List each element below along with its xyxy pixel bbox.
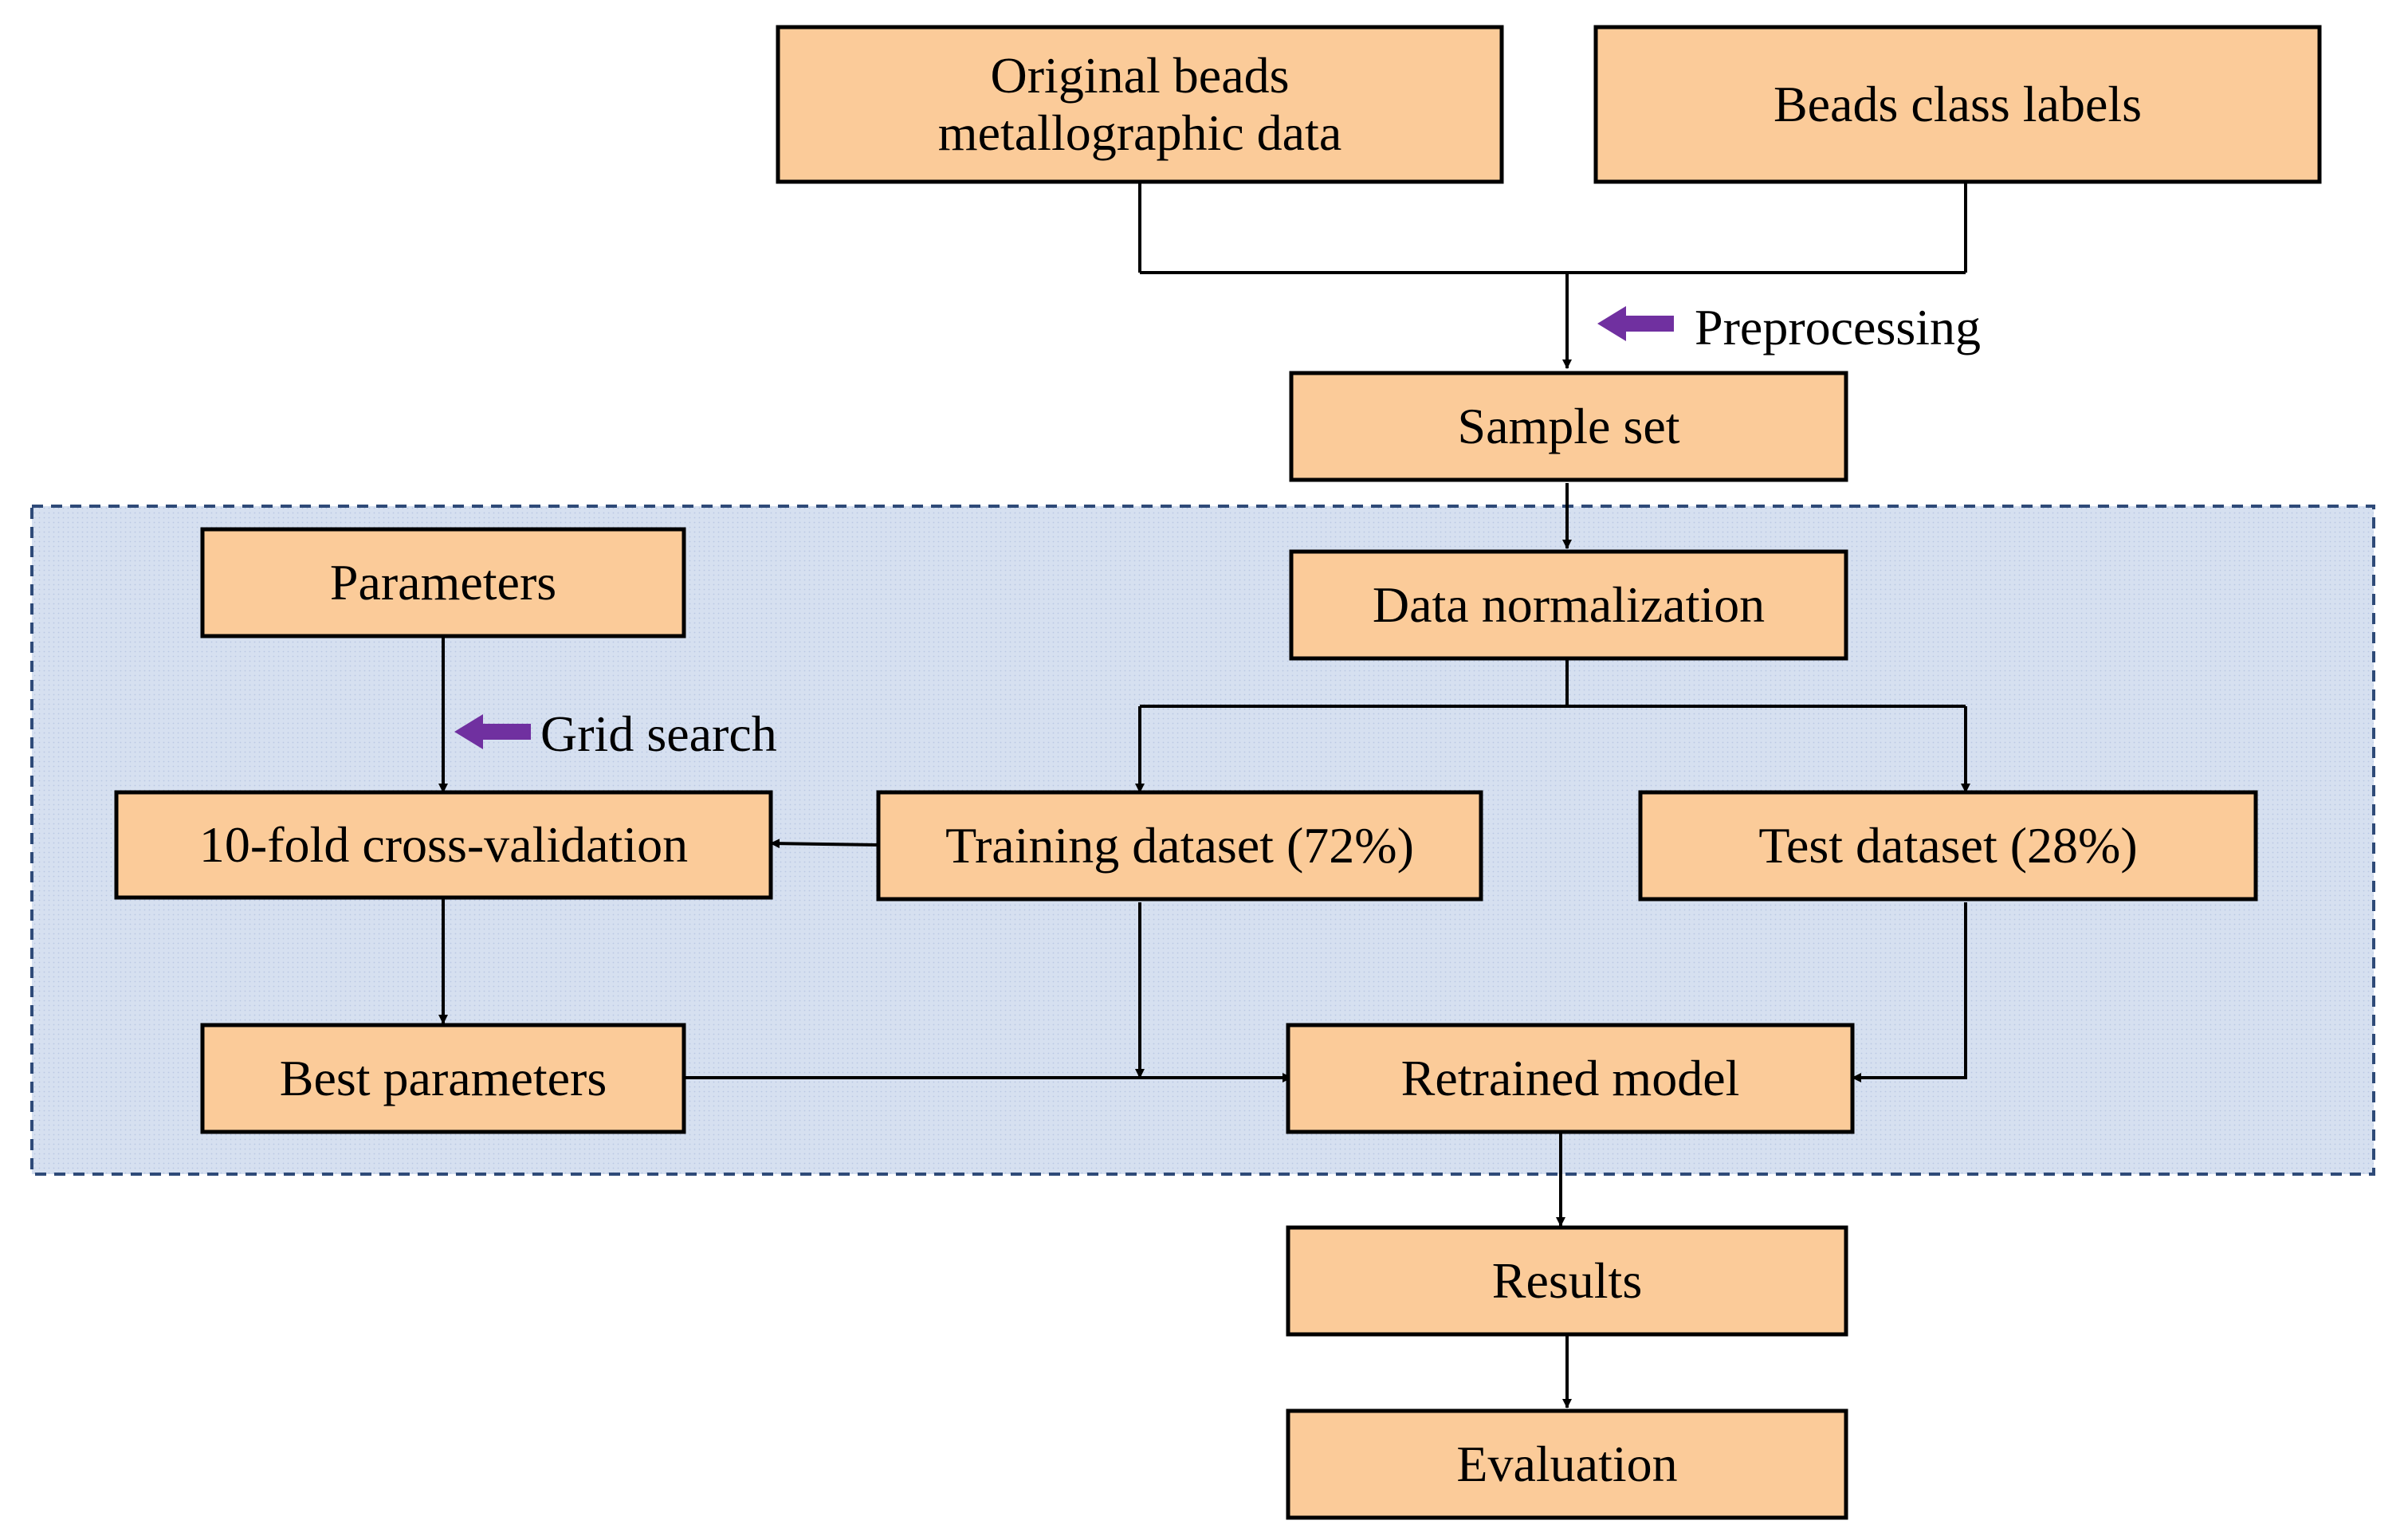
connectors xyxy=(438,183,1970,1408)
box-evaluation xyxy=(1286,1408,1848,1520)
box-data-normalization xyxy=(1289,549,1848,661)
box-results xyxy=(1286,1225,1848,1337)
box-sample-set xyxy=(1289,371,1848,482)
preprocessing-arrow-icon xyxy=(1597,306,1674,341)
box-parameters xyxy=(200,527,686,638)
arrow-test-to-model xyxy=(1852,902,1967,1082)
arrow-training-to-cv xyxy=(770,839,879,849)
box-test-dataset xyxy=(1638,790,2258,902)
boxes xyxy=(114,25,2322,1520)
box-cross-validation xyxy=(114,790,773,900)
box-retrained-model xyxy=(1286,1023,1855,1134)
box-best-parameters xyxy=(200,1023,686,1134)
box-training-dataset xyxy=(876,790,1483,902)
box-original-data xyxy=(776,25,1504,184)
grid-search-arrow-icon xyxy=(454,714,531,749)
box-class-labels xyxy=(1593,25,2322,184)
